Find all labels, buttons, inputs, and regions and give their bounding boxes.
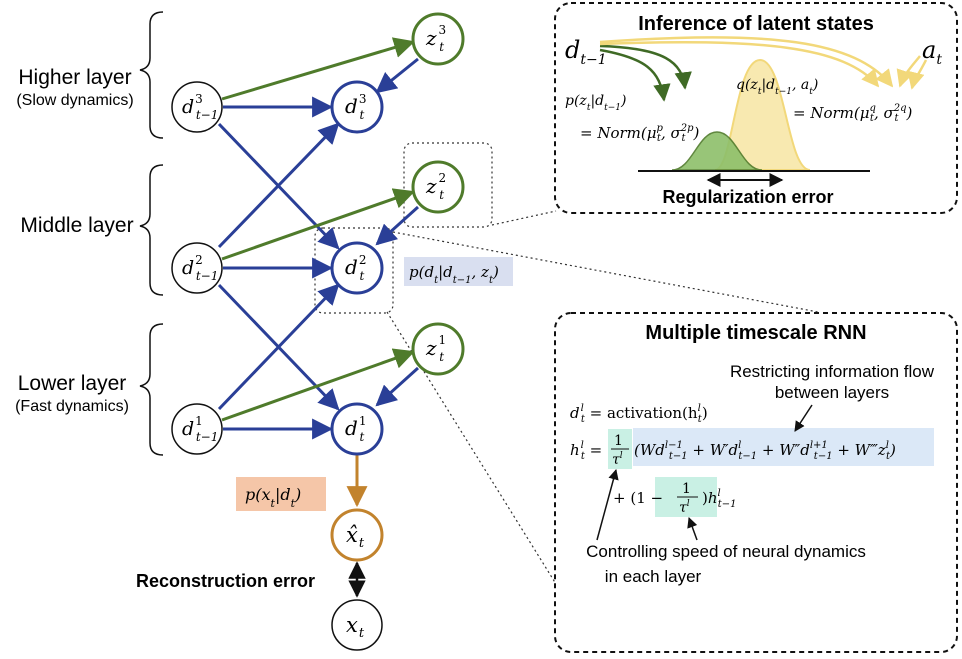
- annotation-arrow-bottom-1: [596, 468, 619, 541]
- rnn-panel-border: [554, 312, 958, 653]
- rnn-eq2-frac-num: 1: [614, 433, 623, 449]
- rnn-annotation-top-1: Restricting information flow: [730, 362, 935, 381]
- inference-arrow-prior-2: [599, 44, 692, 90]
- node-xhat: x̂t: [330, 508, 384, 562]
- regularization-label: Regularization error: [662, 187, 833, 207]
- d2-highlight-box: [314, 227, 394, 314]
- edge-d2prev-z2: [221, 188, 415, 261]
- rnn-eq2-frac-den: τl: [612, 451, 623, 468]
- node-x: xt: [331, 599, 383, 651]
- svg-text:d1t: d1t: [345, 414, 366, 444]
- rnn-eq3-frac-num: 1: [682, 481, 691, 497]
- decoder-box: [236, 477, 326, 511]
- svg-text:z2t: z2t: [425, 171, 446, 202]
- inference-panel: Inference of latent states dt−1 at p(zt|…: [554, 2, 958, 214]
- rnn-panel-title: Multiple timescale RNN: [645, 322, 866, 344]
- higher-layer-title: Higher layer: [18, 66, 131, 89]
- deterministic-edges: [217, 57, 420, 440]
- inference-arrow-post-a1: [896, 55, 921, 88]
- latent-prior-edges: [221, 37, 416, 422]
- edge-d2prev-d3: [217, 122, 340, 249]
- prior-distribution: [671, 131, 763, 171]
- inference-arrow-post-d2: [599, 36, 894, 88]
- annotation-arrow-bottom-2: [687, 517, 698, 541]
- lower-layer-title: Lower layer: [18, 372, 127, 395]
- higher-layer-subtitle: (Slow dynamics): [16, 92, 133, 109]
- zoom-indicators: [314, 142, 819, 585]
- middle-layer-title: Middle layer: [20, 214, 133, 237]
- prior-transition-box: [404, 257, 513, 286]
- zoom-line-bottom: [386, 311, 557, 585]
- lower-brace: [139, 323, 164, 456]
- edge-z3-d3: [375, 57, 419, 94]
- lower-layer-subtitle: (Fast dynamics): [15, 398, 129, 415]
- svg-text:d2t: d2t: [345, 253, 366, 283]
- annotation-arrow-top: [794, 404, 813, 432]
- layer-interaction-highlight: [633, 428, 934, 466]
- svg-text:d3t: d3t: [345, 92, 366, 122]
- inference-posterior-label: q(zt|dt−1, at): [736, 77, 818, 97]
- zoom-line-top: [491, 210, 557, 226]
- inference-arrow-post-d1: [599, 41, 880, 88]
- svg-text:z1t: z1t: [425, 333, 446, 364]
- prior-transition-label: p(dt|dt−1, zt): [409, 263, 499, 286]
- higher-brace: [139, 11, 164, 139]
- rnn-eq3-frac-den: τl: [679, 499, 690, 516]
- rnn-eq3-a: + (1 −: [613, 489, 663, 507]
- inference-arrow-post-a2: [907, 59, 928, 90]
- layer-labels: Higher layer (Slow dynamics) Middle laye…: [15, 66, 134, 415]
- rnn-annotation-bottom-1: Controlling speed of neural dynamics: [586, 542, 866, 561]
- middle-brace: [139, 164, 164, 296]
- svg-text:z3t: z3t: [425, 23, 446, 54]
- rnn-panel: Multiple timescale RNN Restricting infor…: [554, 312, 958, 653]
- z2-highlight-box: [403, 142, 493, 228]
- zoom-line-mid: [392, 231, 819, 313]
- edge-z2-d2: [375, 205, 420, 246]
- edge-d1prev-d2: [217, 283, 340, 411]
- edge-d3prev-z3: [221, 37, 416, 101]
- inference-arrow-prior-1: [599, 48, 671, 102]
- reconstruction-error-label: Reconstruction error: [136, 571, 315, 591]
- edge-z1-d1: [375, 366, 420, 407]
- inference-panel-title: Inference of latent states: [638, 13, 874, 35]
- rnn-annotation-top-2: between layers: [775, 383, 889, 402]
- layer-braces: [139, 11, 164, 456]
- rnn-annotation-bottom-2: in each layer: [605, 567, 702, 586]
- edge-d1prev-z1: [221, 348, 415, 422]
